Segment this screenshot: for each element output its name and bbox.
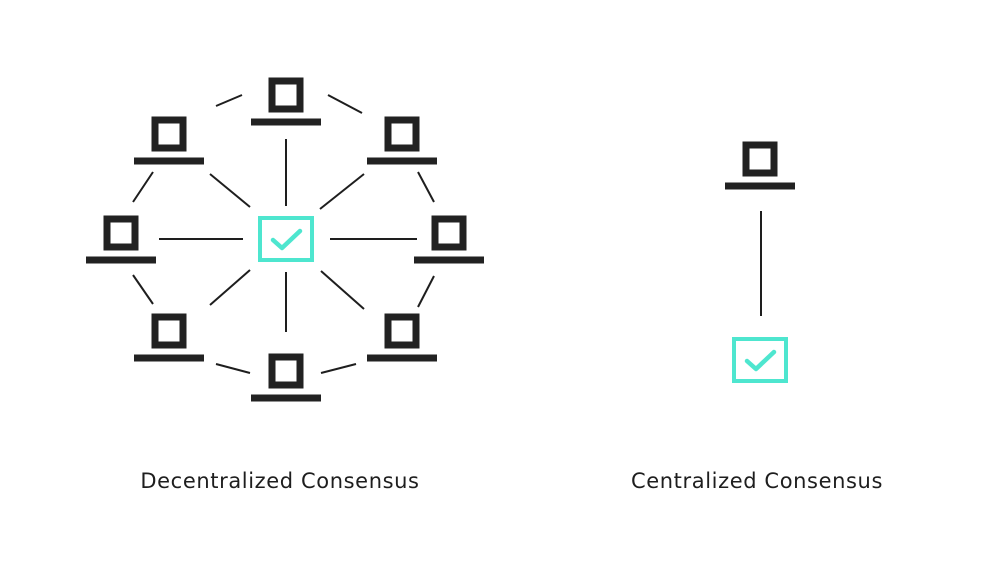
node-top-left	[134, 116, 204, 165]
keyboard-bar	[134, 354, 204, 362]
decentralized-network	[86, 77, 484, 402]
monitor-icon	[384, 116, 420, 152]
node-bottom-right	[367, 313, 437, 362]
monitor-icon	[742, 141, 778, 177]
single-node	[725, 141, 795, 190]
decentralized-caption: Decentralized Consensus	[140, 469, 420, 493]
monitor-icon	[103, 215, 139, 251]
centralized-caption: Centralized Consensus	[630, 469, 884, 493]
single-validator	[732, 337, 788, 383]
ring-connection	[417, 171, 435, 203]
centralized-network	[725, 141, 795, 383]
monitor-icon	[151, 116, 187, 152]
monitor-icon	[268, 353, 304, 389]
central-validator	[258, 216, 314, 262]
keyboard-bar	[367, 354, 437, 362]
spoke-connection	[209, 269, 251, 306]
ring-connection	[132, 274, 154, 305]
keyboard-bar	[725, 182, 795, 190]
ring-connection	[215, 363, 251, 374]
keyboard-bar	[367, 157, 437, 165]
keyboard-bar	[86, 256, 156, 264]
monitor-icon	[384, 313, 420, 349]
monitor-icon	[151, 313, 187, 349]
spoke-connection	[320, 270, 365, 310]
spoke-connection	[209, 173, 251, 208]
ring-connection	[132, 171, 154, 203]
node-bottom-left	[134, 313, 204, 362]
node-top	[251, 77, 321, 126]
spoke-connection	[319, 173, 365, 210]
node-right	[414, 215, 484, 264]
node-left	[86, 215, 156, 264]
keyboard-bar	[134, 157, 204, 165]
keyboard-bar	[414, 256, 484, 264]
monitor-icon	[268, 77, 304, 113]
ring-connection	[327, 94, 363, 114]
node-bottom	[251, 353, 321, 402]
node-top-right	[367, 116, 437, 165]
ring-connection	[320, 363, 357, 374]
ring-connection	[215, 94, 243, 107]
keyboard-bar	[251, 118, 321, 126]
monitor-icon	[431, 215, 467, 251]
ring-connection	[417, 275, 435, 308]
keyboard-bar	[251, 394, 321, 402]
